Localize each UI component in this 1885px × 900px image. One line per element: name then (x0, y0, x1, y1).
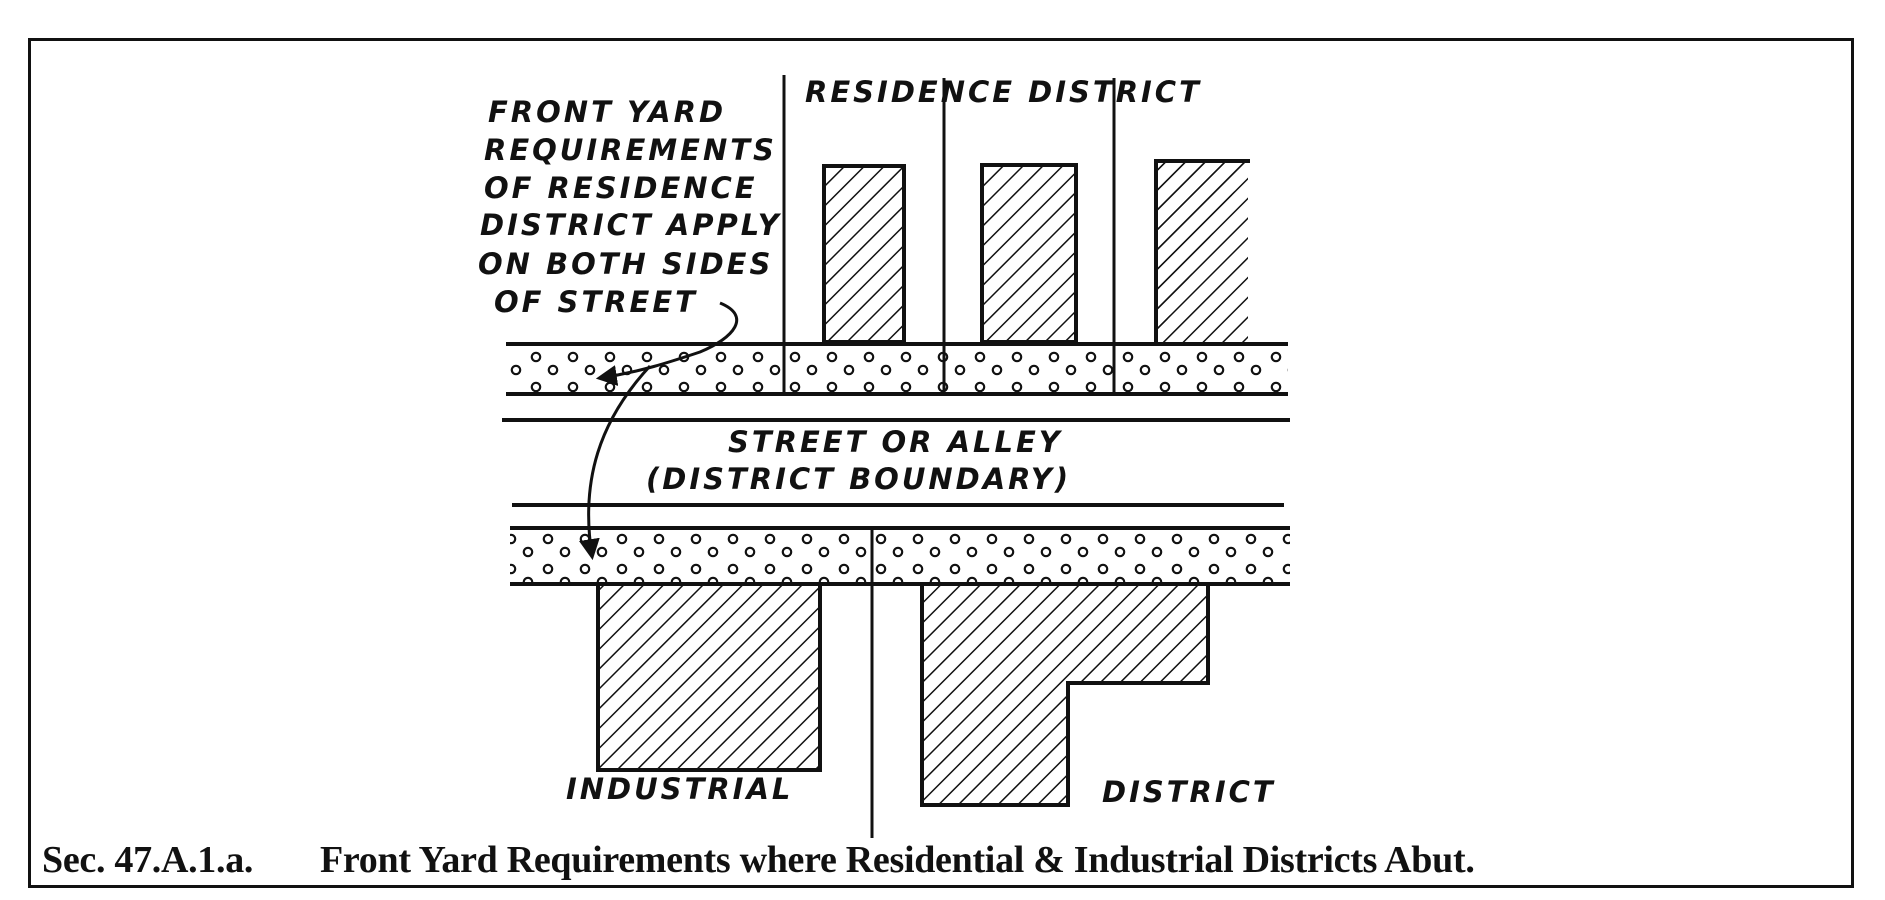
note-line-3: OF RESIDENCE (484, 171, 758, 205)
district-boundary-label: (DISTRICT BOUNDARY) (646, 462, 1071, 496)
note-line-2: REQUIREMENTS (484, 133, 777, 167)
figure-caption: Sec. 47.A.1.a. Front Yard Requirements wh… (42, 838, 1475, 882)
caption-section: Sec. 47.A.1.a. (42, 839, 254, 881)
industrial-label: INDUSTRIAL (566, 772, 793, 806)
note-text: FRONT YARD REQUIREMENTS OF RESIDENCE DIS… (478, 95, 795, 319)
industrial-building-2 (920, 582, 1210, 807)
note-line-6: OF STREET (494, 285, 698, 319)
street-label: STREET OR ALLEY (728, 425, 1063, 459)
residence-district-label: RESIDENCE DISTRICT (805, 75, 1202, 109)
residence-building-2 (980, 163, 1078, 344)
note-line-4: DISTRICT APPLY (480, 208, 782, 242)
caption-title: Front Yard Requirements where Residentia… (320, 839, 1475, 881)
figure-frame (28, 38, 1854, 888)
industrial-building-1 (596, 582, 822, 772)
note-line-5: ON BOTH SIDES (478, 247, 773, 281)
sidewalk-top (506, 348, 1288, 394)
residence-building-1 (822, 164, 906, 344)
arrow-to-top-sidewalk (595, 301, 739, 386)
district-label: DISTRICT (1102, 775, 1276, 809)
note-line-1: FRONT YARD (488, 95, 726, 129)
sidewalk-bottom (510, 530, 1290, 584)
arrow-to-bottom-sidewalk (579, 364, 652, 561)
